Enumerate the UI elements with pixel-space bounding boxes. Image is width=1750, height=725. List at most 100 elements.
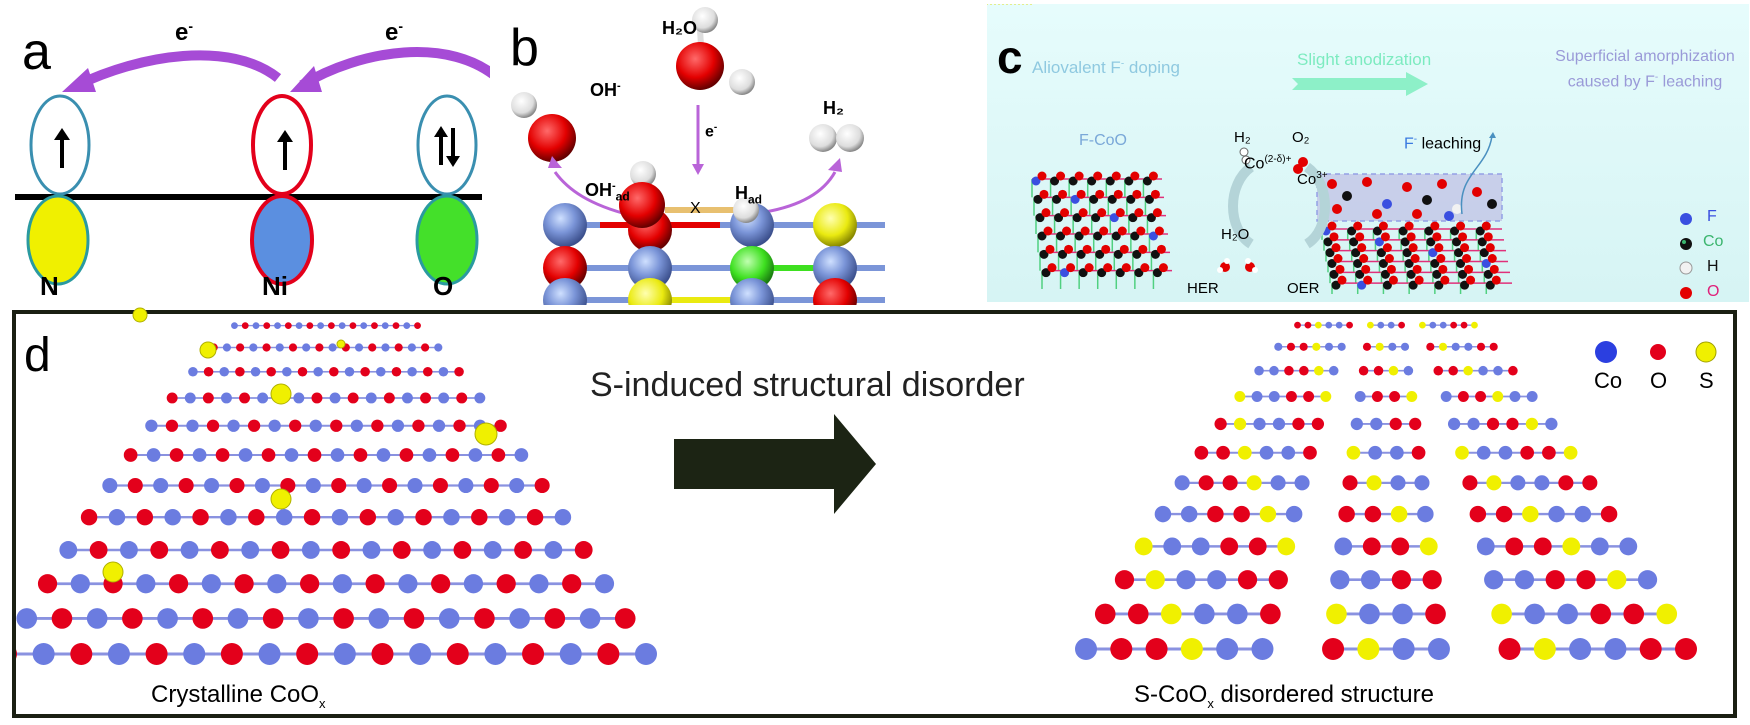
cobalt-atom bbox=[1484, 570, 1504, 590]
atom bbox=[1412, 209, 1422, 219]
h-ad-text: H bbox=[735, 183, 748, 203]
oxygen-atom bbox=[1335, 264, 1345, 274]
oxygen-atom bbox=[1284, 365, 1294, 376]
cobalt-atom bbox=[1130, 231, 1140, 241]
legend-dot-f bbox=[1680, 213, 1692, 225]
sulfur-atom bbox=[1246, 475, 1262, 491]
oxygen-atom bbox=[1103, 263, 1113, 273]
electron-label: e- bbox=[705, 122, 717, 141]
oxygen-atom bbox=[1220, 537, 1239, 556]
oxygen-atom bbox=[178, 477, 194, 494]
cobalt-atom bbox=[1142, 176, 1152, 186]
co-label-sup: (2-δ)+ bbox=[1264, 154, 1292, 165]
oxygen-atom bbox=[1476, 342, 1486, 351]
cobalt-atom bbox=[407, 343, 416, 352]
oxygen-atom bbox=[365, 574, 385, 594]
oxygen-atom bbox=[1491, 275, 1501, 285]
cobalt-atom bbox=[267, 574, 287, 594]
oxygen-atom bbox=[1458, 232, 1468, 242]
fluorine-atom bbox=[1148, 231, 1158, 241]
panel-b: b bbox=[490, 0, 885, 305]
oxygen-atom bbox=[1434, 243, 1444, 253]
oxygen-atom bbox=[1327, 221, 1337, 231]
step-line-2-prefix: caused by F bbox=[1567, 73, 1655, 91]
cobalt-atom bbox=[328, 343, 337, 352]
atom bbox=[1444, 211, 1454, 221]
oxygen-atom bbox=[1233, 505, 1250, 523]
oxygen-atom bbox=[1121, 263, 1131, 273]
cobalt-atom bbox=[1152, 268, 1162, 278]
step-sup: - bbox=[1120, 58, 1125, 70]
oh-minus-label: OH- bbox=[590, 80, 621, 101]
oxygen-atom bbox=[1600, 505, 1618, 523]
cobalt-atom bbox=[86, 608, 108, 629]
arrowhead-icon bbox=[290, 66, 322, 92]
oxygen-atom bbox=[288, 343, 298, 352]
oh-ad-sup: - bbox=[612, 180, 616, 192]
fluorine-atom bbox=[1109, 213, 1119, 223]
oxygen-atom bbox=[382, 477, 398, 494]
cobalt-atom bbox=[1372, 226, 1382, 236]
cobalt-atom bbox=[102, 477, 118, 494]
oxygen-atom bbox=[1119, 244, 1129, 254]
ni-orbital-top bbox=[251, 94, 313, 196]
cobalt-atom bbox=[1054, 213, 1064, 223]
cobalt-atom bbox=[458, 477, 474, 494]
oxygen-atom bbox=[414, 322, 421, 329]
oer-label: OER bbox=[1287, 280, 1320, 297]
sulfur-atom bbox=[270, 383, 292, 405]
oxygen-atom bbox=[192, 608, 214, 629]
cobalt-atom bbox=[422, 448, 437, 462]
cobalt-atom bbox=[295, 322, 303, 329]
cobalt-atom bbox=[284, 448, 299, 462]
oxygen-atom bbox=[1432, 232, 1442, 242]
electron-label: e- bbox=[385, 18, 403, 47]
sulfur-atom bbox=[1312, 342, 1321, 351]
oxygen-atom bbox=[1373, 365, 1384, 376]
sulfur-atom bbox=[1375, 342, 1384, 351]
oxygen-atom bbox=[1222, 475, 1238, 491]
co-label-sup: 3+ bbox=[1316, 170, 1328, 181]
cobalt-atom bbox=[313, 367, 323, 377]
cobalt-atom bbox=[529, 574, 549, 594]
cobalt-atom bbox=[241, 541, 260, 559]
oxygen-atom bbox=[496, 574, 516, 594]
oxygen-atom bbox=[1078, 208, 1088, 218]
cobalt-atom bbox=[1268, 391, 1280, 402]
oxygen-atom bbox=[1404, 221, 1414, 231]
legend-dot-s bbox=[1695, 341, 1717, 363]
oxygen-atom bbox=[1425, 603, 1446, 625]
oxygen-atom bbox=[1094, 603, 1116, 625]
oh-label-text: OH bbox=[590, 80, 617, 100]
cobalt-atom bbox=[1417, 505, 1434, 523]
legend-label-f: F bbox=[1707, 208, 1717, 225]
oxygen-atom bbox=[215, 448, 230, 462]
oxygen-atom bbox=[1487, 254, 1497, 263]
oxygen-atom bbox=[1060, 208, 1070, 218]
disordered-caption: S-CoOx disordered structure bbox=[1134, 681, 1434, 711]
panel-c: c Aliovalent F- doping Slight anodizatio… bbox=[987, 4, 1749, 302]
cobalt-atom bbox=[1476, 537, 1495, 556]
cobalt-atom bbox=[443, 508, 460, 526]
atom bbox=[1372, 209, 1382, 219]
cobalt-atom bbox=[1334, 537, 1353, 556]
cobalt-atom bbox=[317, 322, 324, 329]
caption-prefix: S-CoO bbox=[1134, 681, 1208, 708]
electron-transfer-arrow-ni-to-n bbox=[75, 50, 282, 90]
cobalt-atom bbox=[514, 448, 529, 462]
cobalt-atom bbox=[628, 246, 672, 290]
cobalt-atom bbox=[1368, 445, 1382, 460]
panel-b-diagram bbox=[511, 7, 885, 305]
oxygen-atom bbox=[1299, 342, 1308, 351]
cobalt-atom bbox=[381, 322, 389, 329]
cobalt-atom bbox=[1144, 194, 1154, 204]
cobalt-atom bbox=[391, 419, 405, 432]
oxygen-atom bbox=[1384, 254, 1394, 263]
cobalt-atom bbox=[1619, 537, 1638, 556]
cobalt-atom bbox=[254, 477, 270, 494]
hydrogen-atom bbox=[729, 69, 755, 95]
cobalt-atom bbox=[332, 574, 352, 594]
oxygen-atom bbox=[1110, 638, 1133, 660]
oxygen-atom bbox=[1391, 570, 1411, 590]
cobalt-atom bbox=[309, 419, 322, 432]
